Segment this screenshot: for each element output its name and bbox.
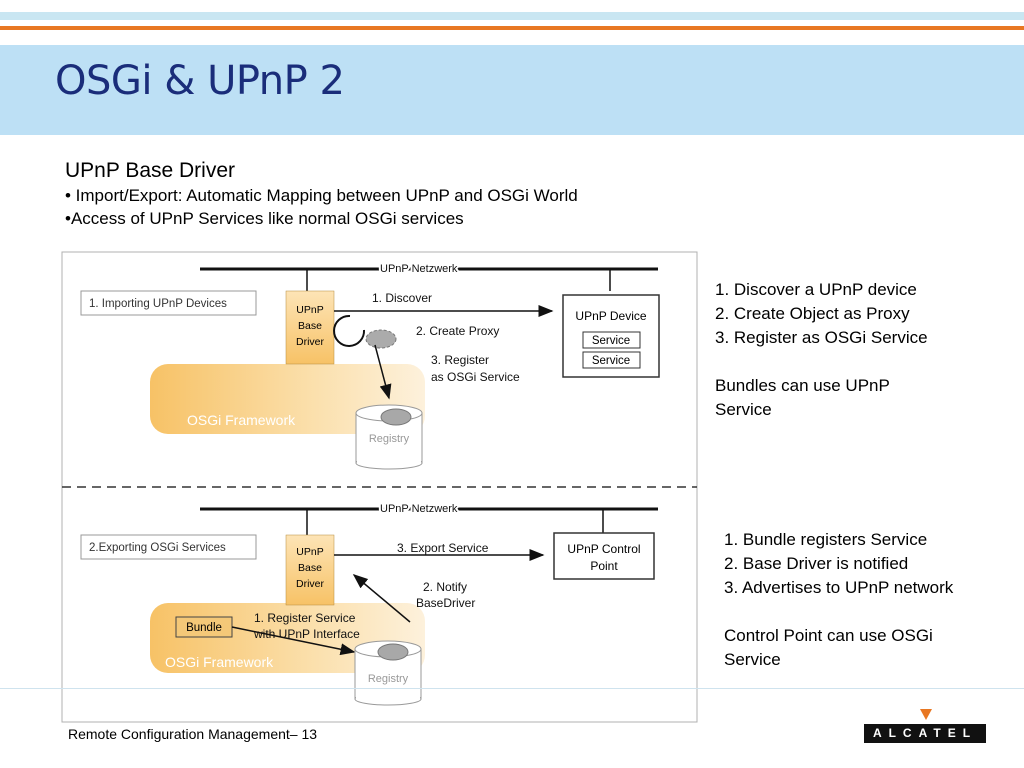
step-register-line-2-import: as OSGi Service bbox=[431, 370, 520, 384]
export-note-1: 1. Bundle registers Service bbox=[724, 530, 928, 549]
control-point-line-2: Point bbox=[590, 559, 618, 573]
notify-arrow bbox=[352, 574, 411, 623]
import-note-2: 2. Create Object as Proxy bbox=[715, 304, 910, 323]
proxy-object-shape bbox=[365, 329, 397, 349]
base-driver-export bbox=[285, 534, 335, 606]
intro-bullet-2: •Access of UPnP Services like normal OSG… bbox=[65, 209, 464, 228]
base-driver-line-3-export: Driver bbox=[296, 578, 325, 590]
import-note-3: 3. Register as OSGi Service bbox=[715, 328, 928, 347]
import-note-1: 1. Discover a UPnP device bbox=[715, 280, 917, 299]
footer-rule bbox=[0, 688, 1024, 689]
registry-slot-export bbox=[377, 643, 409, 661]
base-driver-line-2-export: Base bbox=[298, 562, 322, 574]
device-service-1: Service bbox=[592, 335, 630, 347]
alcatel-logo: ALCATEL bbox=[864, 724, 986, 743]
export-note-5: Service bbox=[724, 650, 781, 669]
base-driver-line-1-export: UPnP bbox=[296, 546, 323, 558]
base-driver-line-1-import: UPnP bbox=[296, 304, 323, 316]
footer-text: Remote Configuration Management– 13 bbox=[68, 726, 318, 742]
network-label-export: UPnP Netzwerk bbox=[380, 503, 458, 515]
device-service-box-2 bbox=[582, 351, 641, 369]
export-section-label-box bbox=[80, 534, 257, 560]
import-note-4: Bundles can use UPnP bbox=[715, 376, 890, 395]
control-point-line-1: UPnP Control bbox=[567, 542, 640, 556]
registry-body-import bbox=[355, 412, 423, 464]
slide-title: OSGi & UPnP 2 bbox=[55, 58, 345, 104]
bundle-label: Bundle bbox=[186, 622, 222, 634]
export-section-label: 2.Exporting OSGi Services bbox=[89, 542, 226, 554]
base-driver-line-3-import: Driver bbox=[296, 336, 325, 348]
create-proxy-loop bbox=[333, 314, 366, 347]
registry-label-export: Registry bbox=[368, 673, 409, 685]
step-register-line-2-export: with UPnP Interface bbox=[253, 627, 360, 641]
register-arrow-import bbox=[374, 344, 392, 400]
registry-slot-import bbox=[380, 408, 412, 426]
network-label-import: UPnP Netzwerk bbox=[380, 263, 458, 275]
base-driver-line-2-import: Base bbox=[298, 320, 322, 332]
top-accent-band bbox=[0, 12, 1024, 20]
framework-label-import: OSGi Framework bbox=[187, 412, 296, 428]
export-note-3: 3. Advertises to UPnP network bbox=[724, 578, 954, 597]
export-notes: 1. Bundle registers Service 2. Base Driv… bbox=[724, 528, 953, 672]
intro-bullet-1: • Import/Export: Automatic Mapping betwe… bbox=[65, 186, 578, 205]
step-export-label: 3. Export Service bbox=[397, 541, 489, 555]
import-section-label-box bbox=[80, 290, 257, 316]
upnp-device-title: UPnP Device bbox=[575, 309, 646, 323]
register-arrow-export bbox=[231, 626, 356, 656]
registry-label-import: Registry bbox=[369, 433, 410, 445]
step-proxy-label: 2. Create Proxy bbox=[416, 324, 499, 338]
step-register-line-1-export: 1. Register Service bbox=[254, 611, 356, 625]
export-note-spacer bbox=[724, 600, 953, 624]
device-service-2: Service bbox=[592, 355, 630, 367]
base-driver-import bbox=[285, 290, 335, 365]
step-register-line-1-import: 3. Register bbox=[431, 353, 489, 367]
export-note-4: Control Point can use OSGi bbox=[724, 626, 933, 645]
step-discover-label: 1. Discover bbox=[372, 291, 432, 305]
registry-mask-export bbox=[356, 691, 420, 699]
top-orange-rule bbox=[0, 26, 1024, 30]
control-point-box bbox=[553, 532, 655, 580]
step-notify-line-1: 2. Notify bbox=[423, 580, 467, 594]
import-note-5: Service bbox=[715, 400, 772, 419]
import-notes: 1. Discover a UPnP device 2. Create Obje… bbox=[715, 278, 928, 422]
export-note-2: 2. Base Driver is notified bbox=[724, 554, 909, 573]
intro-heading: UPnP Base Driver bbox=[65, 159, 236, 182]
header-band bbox=[0, 45, 1024, 135]
intro-block: UPnP Base Driver • Import/Export: Automa… bbox=[65, 158, 578, 230]
device-service-box-1 bbox=[582, 331, 641, 349]
framework-label-export: OSGi Framework bbox=[165, 654, 274, 670]
registry-mask-import bbox=[357, 455, 421, 463]
import-section-label: 1. Importing UPnP Devices bbox=[89, 298, 227, 310]
step-notify-line-2: BaseDriver bbox=[416, 596, 475, 610]
logo-triangle-icon bbox=[920, 709, 932, 720]
import-note-spacer bbox=[715, 350, 928, 374]
